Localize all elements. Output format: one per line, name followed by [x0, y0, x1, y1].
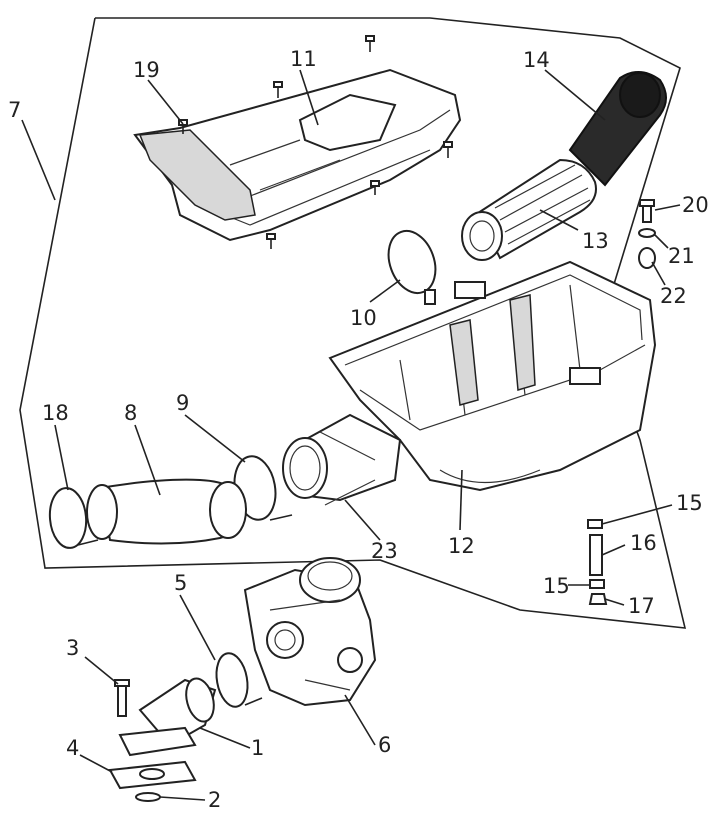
callout-5: 5 — [174, 571, 187, 595]
callout-11: 11 — [290, 47, 317, 71]
callout-15-upper: 15 — [676, 491, 703, 515]
clamp-18 — [48, 487, 99, 549]
leader-lines — [21, 69, 681, 801]
callout-7: 7 — [8, 98, 21, 122]
callout-8: 8 — [124, 401, 137, 425]
clamp-5 — [215, 652, 263, 708]
callout-1: 1 — [251, 736, 264, 760]
intake-neck — [282, 413, 402, 506]
callout-labels: 7 19 11 14 13 20 21 22 10 18 8 9 12 23 1… — [8, 47, 709, 812]
callout-23: 23 — [371, 539, 398, 563]
callout-18: 18 — [42, 401, 69, 425]
filter-outer-sleeve — [568, 71, 667, 187]
bolt-washer-grommet — [638, 199, 656, 269]
callout-10: 10 — [350, 306, 377, 330]
callout-19: 19 — [133, 58, 160, 82]
carburetor — [243, 557, 377, 707]
callout-16: 16 — [630, 531, 657, 555]
callout-17: 17 — [628, 594, 655, 618]
intake-duct — [86, 478, 247, 545]
callout-20: 20 — [682, 193, 709, 217]
callout-21: 21 — [668, 244, 695, 268]
callout-13: 13 — [582, 229, 609, 253]
callout-22: 22 — [660, 284, 687, 308]
callout-9: 9 — [176, 391, 189, 415]
callout-14: 14 — [523, 48, 550, 72]
callout-2: 2 — [208, 788, 221, 812]
air-box-lid — [133, 68, 462, 242]
callout-15-lower: 15 — [543, 574, 570, 598]
airbox-assembly-boundary — [19, 17, 687, 629]
lid-screws — [178, 35, 453, 249]
bolt-3 — [114, 679, 130, 717]
spacer-and-gasket — [108, 760, 197, 802]
callout-4: 4 — [66, 736, 79, 760]
callout-6: 6 — [378, 733, 391, 757]
hose-clips-tube-cap — [587, 519, 608, 605]
air-box-body — [328, 260, 657, 492]
callout-12: 12 — [448, 534, 475, 558]
clamp-10 — [387, 230, 437, 305]
air-filter-element — [461, 158, 597, 261]
intake-pipe — [118, 677, 217, 757]
callout-3: 3 — [66, 636, 79, 660]
